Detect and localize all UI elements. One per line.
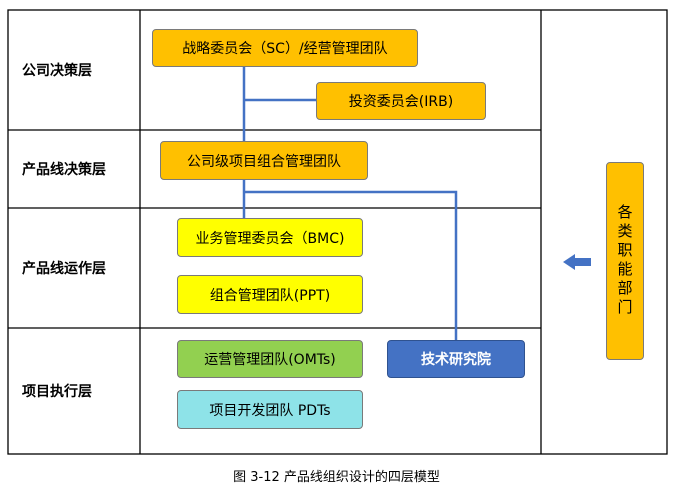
business-management-committee-box: 业务管理委员会（BMC) [177,218,363,257]
functional-departments-box: 各类职能部门 [606,162,644,360]
connector-to-tech-institute [244,190,458,340]
project-development-teams-box: 项目开发团队 PDTs [177,390,363,429]
layer-label-company-decision: 公司决策层 [22,63,92,79]
figure-caption: 图 3-12 产品线组织设计的四层模型 [233,470,440,485]
layer-label-product-line-decision: 产品线决策层 [22,162,106,178]
strategy-committee-box: 战略委员会（SC）/经营管理团队 [152,29,418,67]
layer-label-project-execution: 项目执行层 [22,384,92,400]
company-portfolio-team-box: 公司级项目组合管理团队 [160,141,368,180]
functional-departments-label: 各类职能部门 [615,204,634,318]
operations-management-team-box: 运营管理团队(OMTs) [177,340,363,378]
portfolio-management-team-box: 组合管理团队(PPT) [177,275,363,314]
connector-lines [242,67,458,340]
outer-frame [7,9,668,455]
layer-label-product-line-operation: 产品线运作层 [22,261,106,277]
left-arrow-icon [563,254,591,270]
technology-institute-box: 技术研究院 [387,340,525,378]
investment-committee-box: 投资委员会(IRB) [316,82,486,120]
